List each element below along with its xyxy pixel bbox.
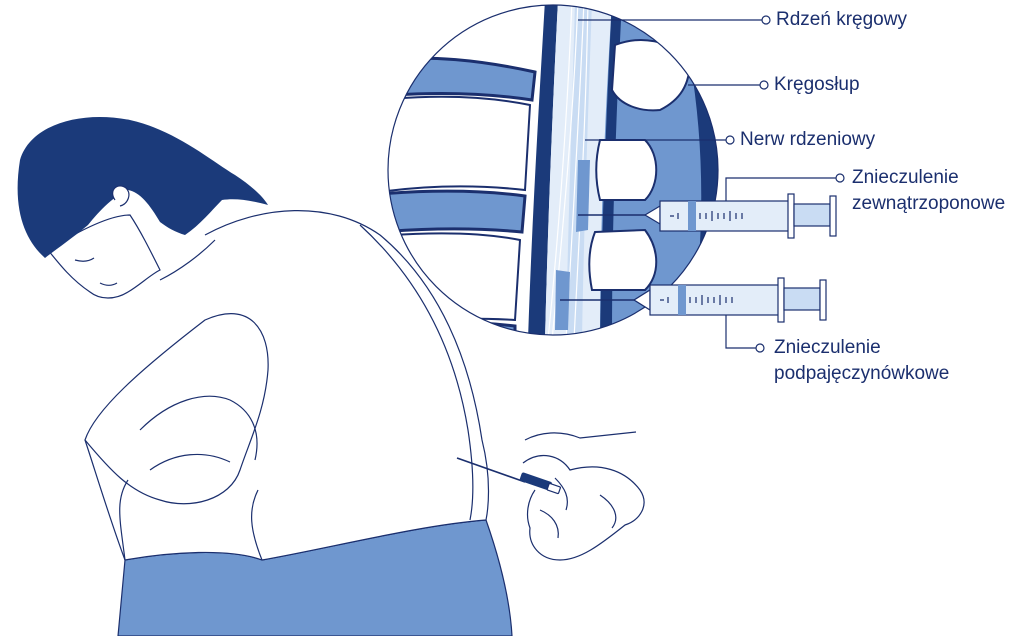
label-spinal-cord: Rdzeń kręgowy: [776, 8, 907, 32]
intervertebral-disc: [380, 191, 525, 232]
label-epidural-line2: zewnątrzoponowe: [852, 192, 1005, 216]
leader-subarachnoid: [726, 315, 756, 348]
doctor-hand: [523, 432, 644, 560]
label-subarachnoid-line2: podpajęczynówkowe: [774, 362, 949, 386]
label-epidural-line1: Znieczulenie: [852, 166, 959, 190]
leader-epidural: [726, 178, 836, 201]
label-spinal-nerve: Nerw rdzeniowy: [740, 128, 875, 152]
label-subarachnoid-line1: Znieczulenie: [774, 336, 881, 360]
subarachnoid-syringe: [634, 278, 826, 322]
epidural-syringe: [645, 194, 836, 238]
label-spine: Kręgosłup: [774, 73, 860, 97]
